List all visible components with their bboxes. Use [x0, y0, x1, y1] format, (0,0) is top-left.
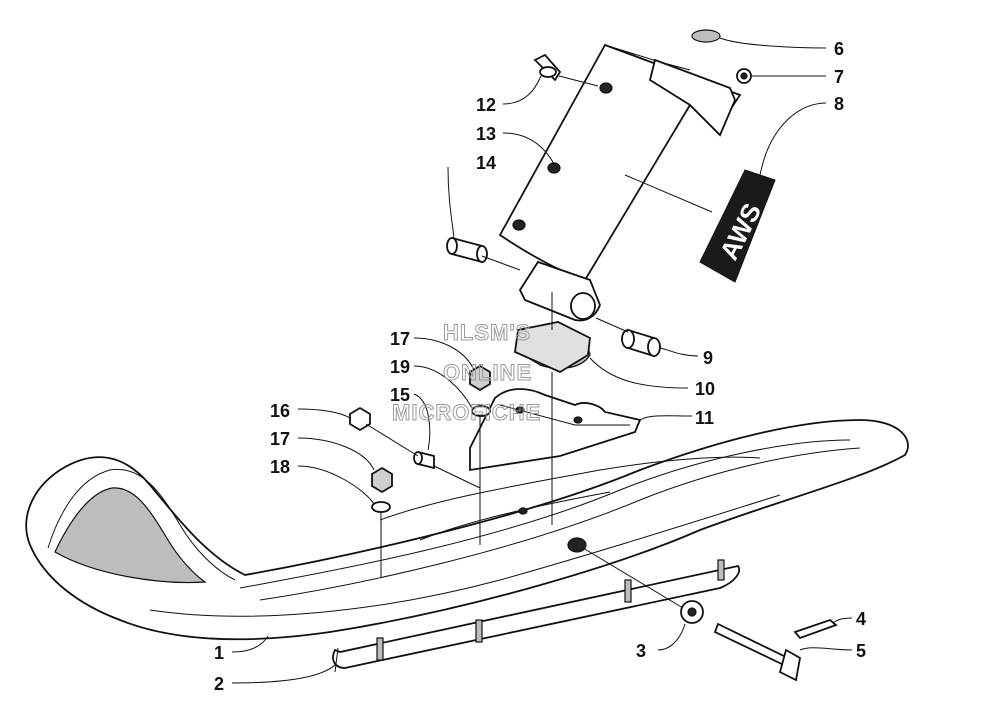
- washer-7: [736, 68, 752, 84]
- callout-17b: 17: [270, 429, 290, 449]
- nut-17-upper: [469, 364, 491, 392]
- callout-14: 14: [476, 153, 496, 173]
- spacer-15: [413, 450, 435, 470]
- cotter-pin-4: [793, 618, 838, 640]
- spindle-housing: [498, 43, 742, 282]
- spacer-14: [446, 236, 488, 264]
- callout-7: 7: [834, 67, 844, 87]
- callout-3: 3: [636, 641, 646, 661]
- callout-6: 6: [834, 39, 844, 59]
- callout-18: 18: [270, 457, 290, 477]
- assembly-lines: [365, 75, 684, 609]
- ski-saddle: [469, 388, 642, 472]
- callout-4: 4: [856, 609, 866, 629]
- bushing-9: [621, 328, 661, 358]
- callout-19: 19: [390, 357, 410, 377]
- watermark-line-2: ONLINE: [443, 360, 532, 385]
- washer-18: [371, 501, 391, 513]
- washer-19: [471, 405, 491, 417]
- wear-bar: [332, 559, 740, 673]
- callouts: 1 2 3 4 5 6 7 8 9 10 11 12 13 14 15 16 1…: [214, 39, 866, 694]
- nut-17-lower: [371, 466, 393, 494]
- damper-pad: [514, 321, 591, 374]
- callout-15: 15: [390, 385, 410, 405]
- watermark-line-1: HLSM'S: [443, 320, 531, 345]
- watermark-line-3: MICROFICHE: [392, 400, 541, 425]
- spindle-bottom: [518, 260, 601, 322]
- callout-12: 12: [476, 95, 496, 115]
- watermark: HLSM'S ONLINE MICROFICHE: [392, 320, 541, 426]
- callout-9: 9: [703, 348, 713, 368]
- decal: AWS: [699, 169, 776, 283]
- ski-body: [25, 419, 909, 641]
- nut-16: [349, 406, 371, 432]
- cap-6: [691, 29, 721, 43]
- callout-17a: 17: [390, 329, 410, 349]
- leader-lines: [231, 37, 853, 684]
- callout-8: 8: [834, 94, 844, 114]
- callout-16: 16: [270, 401, 290, 421]
- grease-fitting-12: [533, 53, 562, 82]
- callout-1: 1: [214, 643, 224, 663]
- bolt-5: [713, 622, 801, 682]
- callout-13: 13: [476, 124, 496, 144]
- callout-10: 10: [695, 379, 715, 399]
- callout-2: 2: [214, 674, 224, 694]
- callout-5: 5: [856, 641, 866, 661]
- callout-11: 11: [695, 408, 714, 428]
- washer-3: [680, 600, 704, 624]
